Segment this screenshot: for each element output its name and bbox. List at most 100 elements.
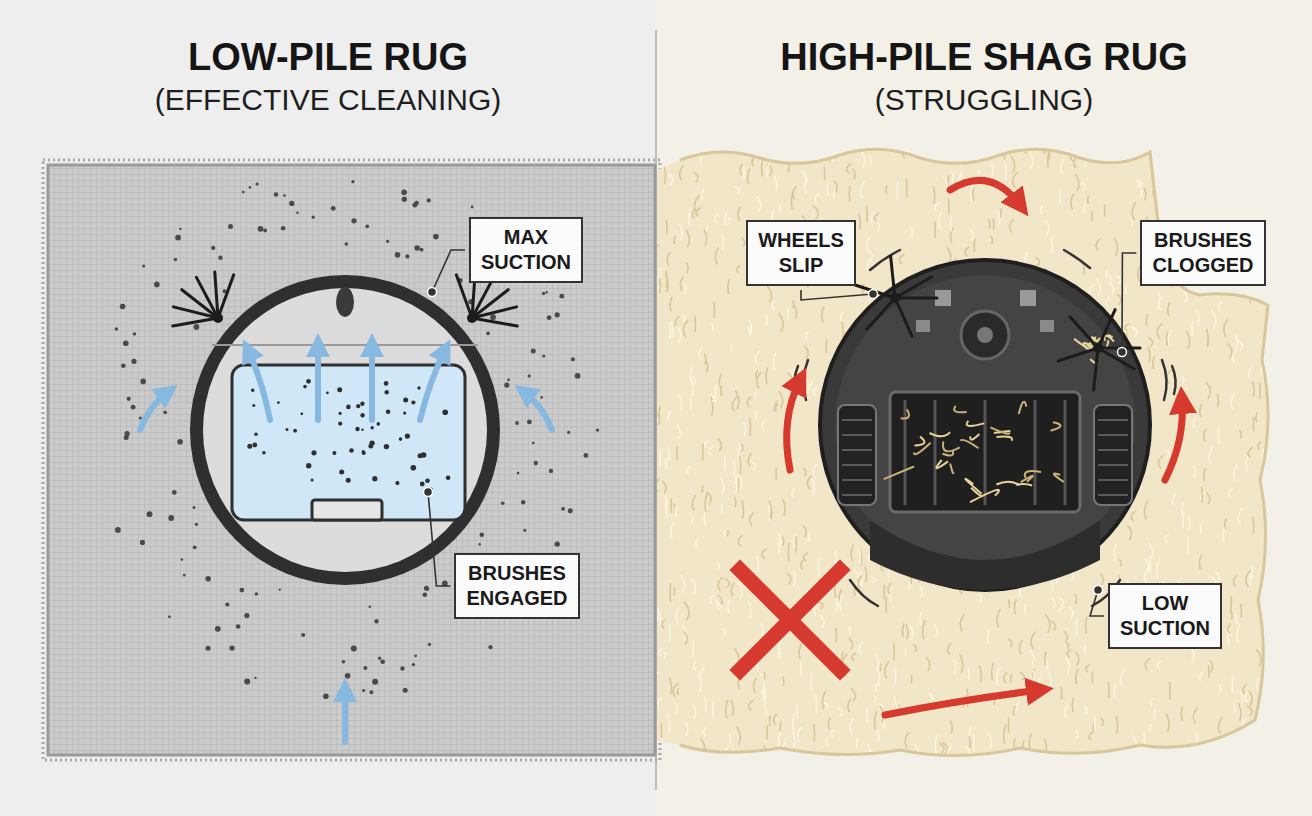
hair bbox=[901, 409, 909, 418]
dust-dot bbox=[306, 379, 311, 384]
fibre bbox=[690, 399, 692, 410]
fibre bbox=[804, 468, 806, 475]
dust-dot bbox=[326, 391, 329, 394]
dust-dot bbox=[247, 444, 252, 449]
fibre bbox=[1086, 665, 1089, 672]
fibre bbox=[1084, 205, 1085, 214]
fibre bbox=[702, 444, 704, 460]
fibre bbox=[841, 312, 843, 321]
hair bbox=[971, 488, 981, 496]
bristle bbox=[472, 318, 517, 326]
fibre bbox=[709, 447, 712, 455]
fibre bbox=[1025, 605, 1026, 613]
fibre bbox=[655, 245, 659, 255]
shag-fibres bbox=[651, 140, 1276, 787]
dust-dot bbox=[377, 422, 381, 426]
fibre bbox=[1121, 669, 1125, 686]
fibre bbox=[934, 625, 937, 637]
fibre bbox=[769, 716, 771, 725]
dust-dot bbox=[421, 452, 427, 458]
fibre bbox=[1004, 142, 1006, 159]
fibre bbox=[905, 649, 907, 656]
dust-dot bbox=[362, 689, 365, 692]
fibre bbox=[920, 587, 922, 597]
panel-title: LOW-PILE RUG bbox=[0, 34, 656, 80]
fibre bbox=[1101, 574, 1103, 585]
fibre bbox=[816, 763, 819, 776]
fibre bbox=[657, 698, 660, 709]
leader-dot bbox=[1094, 586, 1103, 595]
fibre bbox=[1171, 756, 1172, 768]
fibre bbox=[801, 560, 804, 569]
dust-dot bbox=[215, 626, 221, 632]
fibre bbox=[1014, 707, 1016, 715]
fibre bbox=[933, 763, 935, 773]
fibre bbox=[1067, 650, 1071, 657]
dust-dot bbox=[571, 357, 575, 361]
dust-dot bbox=[531, 349, 536, 354]
illustration-part bbox=[885, 690, 1040, 715]
fibre bbox=[659, 153, 661, 163]
fibre bbox=[1251, 567, 1253, 578]
fibre bbox=[788, 543, 790, 561]
fibre bbox=[851, 545, 853, 561]
bristle bbox=[1098, 348, 1134, 369]
dust-dot bbox=[362, 451, 366, 455]
fibre bbox=[1169, 683, 1171, 699]
dust-dot bbox=[414, 245, 420, 251]
fibre bbox=[1004, 673, 1007, 683]
brush-hub bbox=[1093, 343, 1103, 353]
fibre bbox=[727, 754, 732, 770]
dust-dot bbox=[121, 364, 126, 369]
fibre bbox=[1131, 758, 1133, 775]
dust-dot bbox=[252, 404, 255, 407]
fibre bbox=[1072, 698, 1073, 712]
fibre bbox=[724, 456, 726, 471]
fibre bbox=[1125, 287, 1127, 295]
fibre bbox=[792, 301, 794, 308]
robot-body bbox=[190, 275, 500, 585]
fibre bbox=[1061, 159, 1063, 173]
fibre bbox=[1014, 600, 1016, 613]
fibre bbox=[740, 164, 742, 175]
fibre bbox=[1240, 430, 1241, 437]
fibre bbox=[810, 382, 812, 391]
dust-dot bbox=[177, 439, 183, 445]
fibre bbox=[751, 461, 755, 469]
fibre bbox=[836, 598, 838, 611]
fibre bbox=[1207, 493, 1210, 503]
fibre bbox=[1174, 178, 1176, 192]
fibre bbox=[1245, 457, 1248, 472]
dust-dot bbox=[147, 511, 153, 517]
fibre bbox=[689, 368, 691, 381]
dust-dot bbox=[139, 417, 142, 420]
fibre bbox=[774, 714, 777, 724]
dust-dot bbox=[423, 593, 428, 598]
fibre bbox=[795, 536, 796, 552]
fibre bbox=[755, 351, 758, 364]
dust-dot bbox=[251, 389, 254, 392]
hair bbox=[950, 464, 953, 474]
dust-dot bbox=[433, 234, 439, 240]
fibre bbox=[885, 186, 887, 194]
illustration-part bbox=[803, 360, 808, 400]
hair bbox=[1019, 402, 1027, 414]
dust-dot bbox=[255, 592, 258, 595]
fibre bbox=[676, 326, 681, 342]
fibre bbox=[997, 211, 1000, 225]
fibre bbox=[1239, 704, 1241, 720]
fibre bbox=[653, 152, 656, 170]
fibre bbox=[825, 340, 827, 353]
fibre bbox=[815, 193, 819, 204]
fibre bbox=[894, 696, 895, 704]
dust-dot bbox=[131, 359, 136, 364]
fibre bbox=[679, 224, 682, 240]
fibre bbox=[812, 479, 814, 494]
fibre bbox=[1114, 238, 1117, 255]
fibre bbox=[1243, 685, 1246, 694]
robot-base bbox=[870, 520, 1100, 590]
fibre bbox=[742, 238, 745, 246]
fibre bbox=[1076, 670, 1078, 684]
brush-hub bbox=[213, 313, 223, 323]
fibre bbox=[885, 598, 887, 612]
